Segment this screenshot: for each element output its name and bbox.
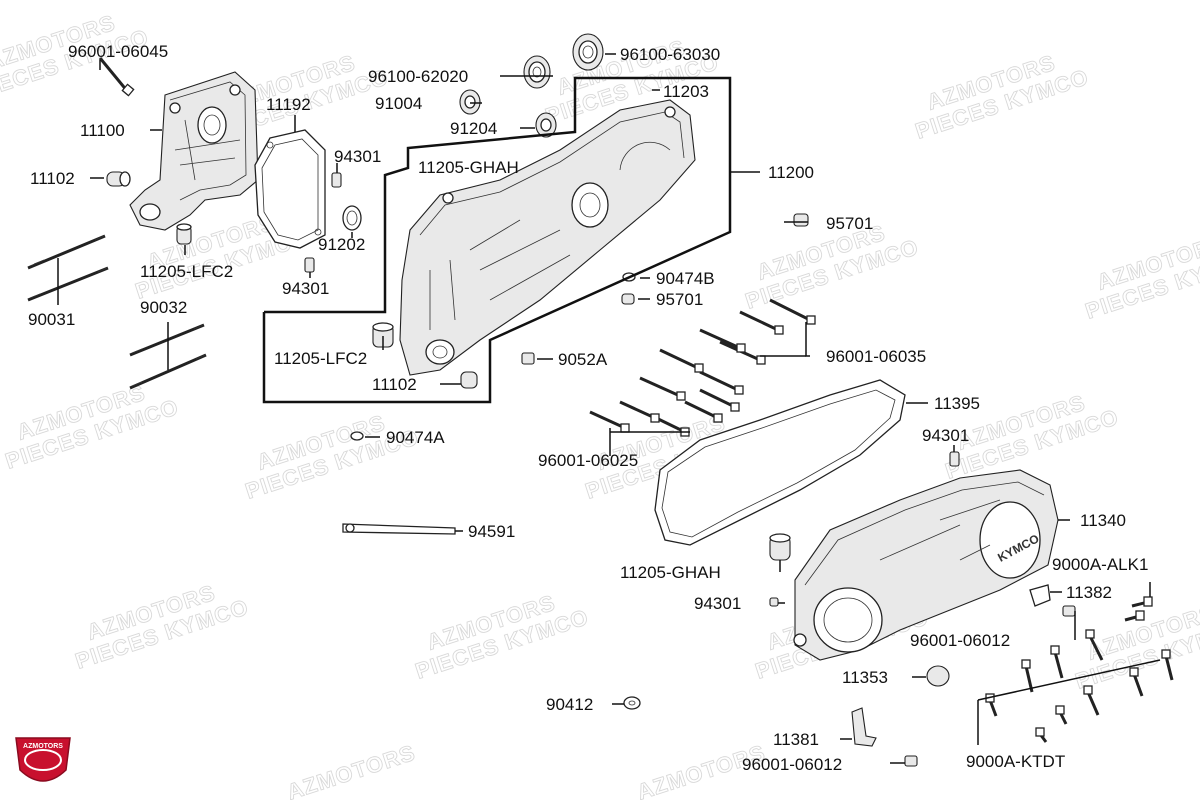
label-11203: 11203 bbox=[663, 82, 709, 101]
label-90474A: 90474A bbox=[386, 428, 445, 447]
label-11382: 11382 bbox=[1066, 583, 1112, 602]
stud-bolts-90031 bbox=[27, 234, 109, 302]
bolts-9000A-ALK1 bbox=[1124, 596, 1153, 622]
label-11340: 11340 bbox=[1080, 511, 1126, 530]
label-96001-06012: 96001-06012 bbox=[742, 755, 842, 774]
label-94301: 94301 bbox=[334, 147, 381, 166]
watermark: AZMOTORS PIECES KYMCO bbox=[1082, 229, 1200, 324]
label-96001-06025: 96001-06025 bbox=[538, 451, 638, 470]
bolts-9000A-KTDT bbox=[985, 629, 1174, 743]
bolt-96001-06045 bbox=[98, 57, 135, 97]
dowel-pin-11102 bbox=[460, 371, 478, 389]
label-91204: 91204 bbox=[450, 119, 497, 138]
label-11205-GHAH: 11205-GHAH bbox=[620, 563, 721, 582]
gasket-11395 bbox=[654, 379, 906, 546]
leader-lines bbox=[57, 53, 1161, 764]
callout-labels: 96001-06045 11192 11100 11102 11205-LFC2… bbox=[28, 42, 1148, 774]
bolt-95701 bbox=[621, 293, 635, 305]
label-9000A-KTDT: 9000A-KTDT bbox=[966, 752, 1065, 771]
label-94591: 94591 bbox=[468, 522, 515, 541]
label-96001-06035: 96001-06035 bbox=[826, 347, 926, 366]
dowel-pin-11102 bbox=[106, 171, 131, 187]
watermark: AZMOTORS PIECES KYMCO bbox=[72, 579, 252, 674]
bearing-91004 bbox=[459, 89, 481, 115]
label-11205-LFC2: 11205-LFC2 bbox=[274, 349, 367, 368]
label-11102: 11102 bbox=[372, 375, 417, 394]
label-11381: 11381 bbox=[773, 730, 819, 749]
label-91202: 91202 bbox=[318, 235, 365, 254]
label-94301: 94301 bbox=[922, 426, 969, 445]
logo-text: AZMOTORS bbox=[23, 743, 63, 750]
bolt-96001-06012 bbox=[1062, 605, 1076, 617]
label-94301: 94301 bbox=[694, 594, 741, 613]
watermark: AZMOTORS PIECES KYMCO bbox=[2, 379, 182, 474]
pin-94301 bbox=[949, 451, 960, 467]
dowel-11205-GHAH bbox=[769, 533, 791, 561]
label-11200: 11200 bbox=[768, 163, 814, 182]
crankcase-cover-11340: KYMCO bbox=[793, 469, 1059, 661]
label-94301: 94301 bbox=[282, 279, 329, 298]
oil-seal-91202 bbox=[342, 205, 362, 231]
washer-90474A bbox=[350, 431, 364, 441]
oil-seal-91204 bbox=[535, 112, 557, 138]
watermark: AZMOTORS PIECES KYMCO bbox=[242, 409, 422, 504]
gasket-11192 bbox=[254, 129, 326, 249]
label-90412: 90412 bbox=[546, 695, 593, 714]
label-11205-LFC2: 11205-LFC2 bbox=[140, 262, 233, 281]
bearing-96100-62020 bbox=[523, 55, 551, 89]
crankcase-left-half bbox=[129, 71, 259, 231]
bolt-96001-06012 bbox=[904, 755, 918, 767]
label-95701: 95701 bbox=[656, 290, 703, 309]
plug-11353 bbox=[926, 665, 950, 687]
clip-11382 bbox=[1029, 584, 1051, 607]
label-90474B: 90474B bbox=[656, 269, 715, 288]
label-90031: 90031 bbox=[28, 310, 75, 329]
label-96100-62020: 96100-62020 bbox=[368, 67, 468, 86]
crankcase-right-half bbox=[399, 99, 696, 376]
pin-94301 bbox=[331, 172, 342, 188]
pin-94301 bbox=[304, 257, 315, 273]
strap-94591 bbox=[342, 523, 456, 535]
svg-text:AZMOTORS: AZMOTORS bbox=[284, 740, 419, 800]
watermark: AZMOTORS bbox=[283, 739, 419, 800]
azmotors-logo: AZMOTORS bbox=[15, 737, 71, 782]
pin-94301 bbox=[769, 597, 779, 607]
label-9000A-ALK1: 9000A-ALK1 bbox=[1052, 555, 1148, 574]
dowel-11205-LFC2 bbox=[176, 223, 192, 245]
nut-9052A bbox=[521, 352, 535, 365]
label-11102: 11102 bbox=[30, 169, 75, 188]
label-9052A: 9052A bbox=[558, 350, 608, 369]
bolt-95701 bbox=[793, 213, 809, 227]
label-95701: 95701 bbox=[826, 214, 873, 233]
bearing-96100-63030 bbox=[572, 33, 604, 71]
label-11205-GHAH: 11205-GHAH bbox=[418, 158, 519, 177]
stud-bolts-90032 bbox=[129, 323, 207, 390]
label-90032: 90032 bbox=[140, 298, 187, 317]
label-91004: 91004 bbox=[375, 94, 422, 113]
label-96100-63030: 96100-63030 bbox=[620, 45, 720, 64]
label-96001-06012: 96001-06012 bbox=[910, 631, 1010, 650]
label-11395: 11395 bbox=[934, 394, 980, 413]
label-11192: 11192 bbox=[266, 95, 311, 114]
watermark: AZMOTORS PIECES KYMCO bbox=[912, 49, 1092, 144]
label-11353: 11353 bbox=[842, 668, 888, 687]
washer-90412 bbox=[623, 696, 641, 710]
label-11100: 11100 bbox=[80, 121, 125, 140]
bolts-96001-06035 bbox=[639, 298, 816, 401]
watermark: AZMOTORS PIECES KYMCO bbox=[412, 589, 592, 684]
label-96001-06045: 96001-06045 bbox=[68, 42, 168, 61]
bracket-11381 bbox=[851, 707, 877, 747]
